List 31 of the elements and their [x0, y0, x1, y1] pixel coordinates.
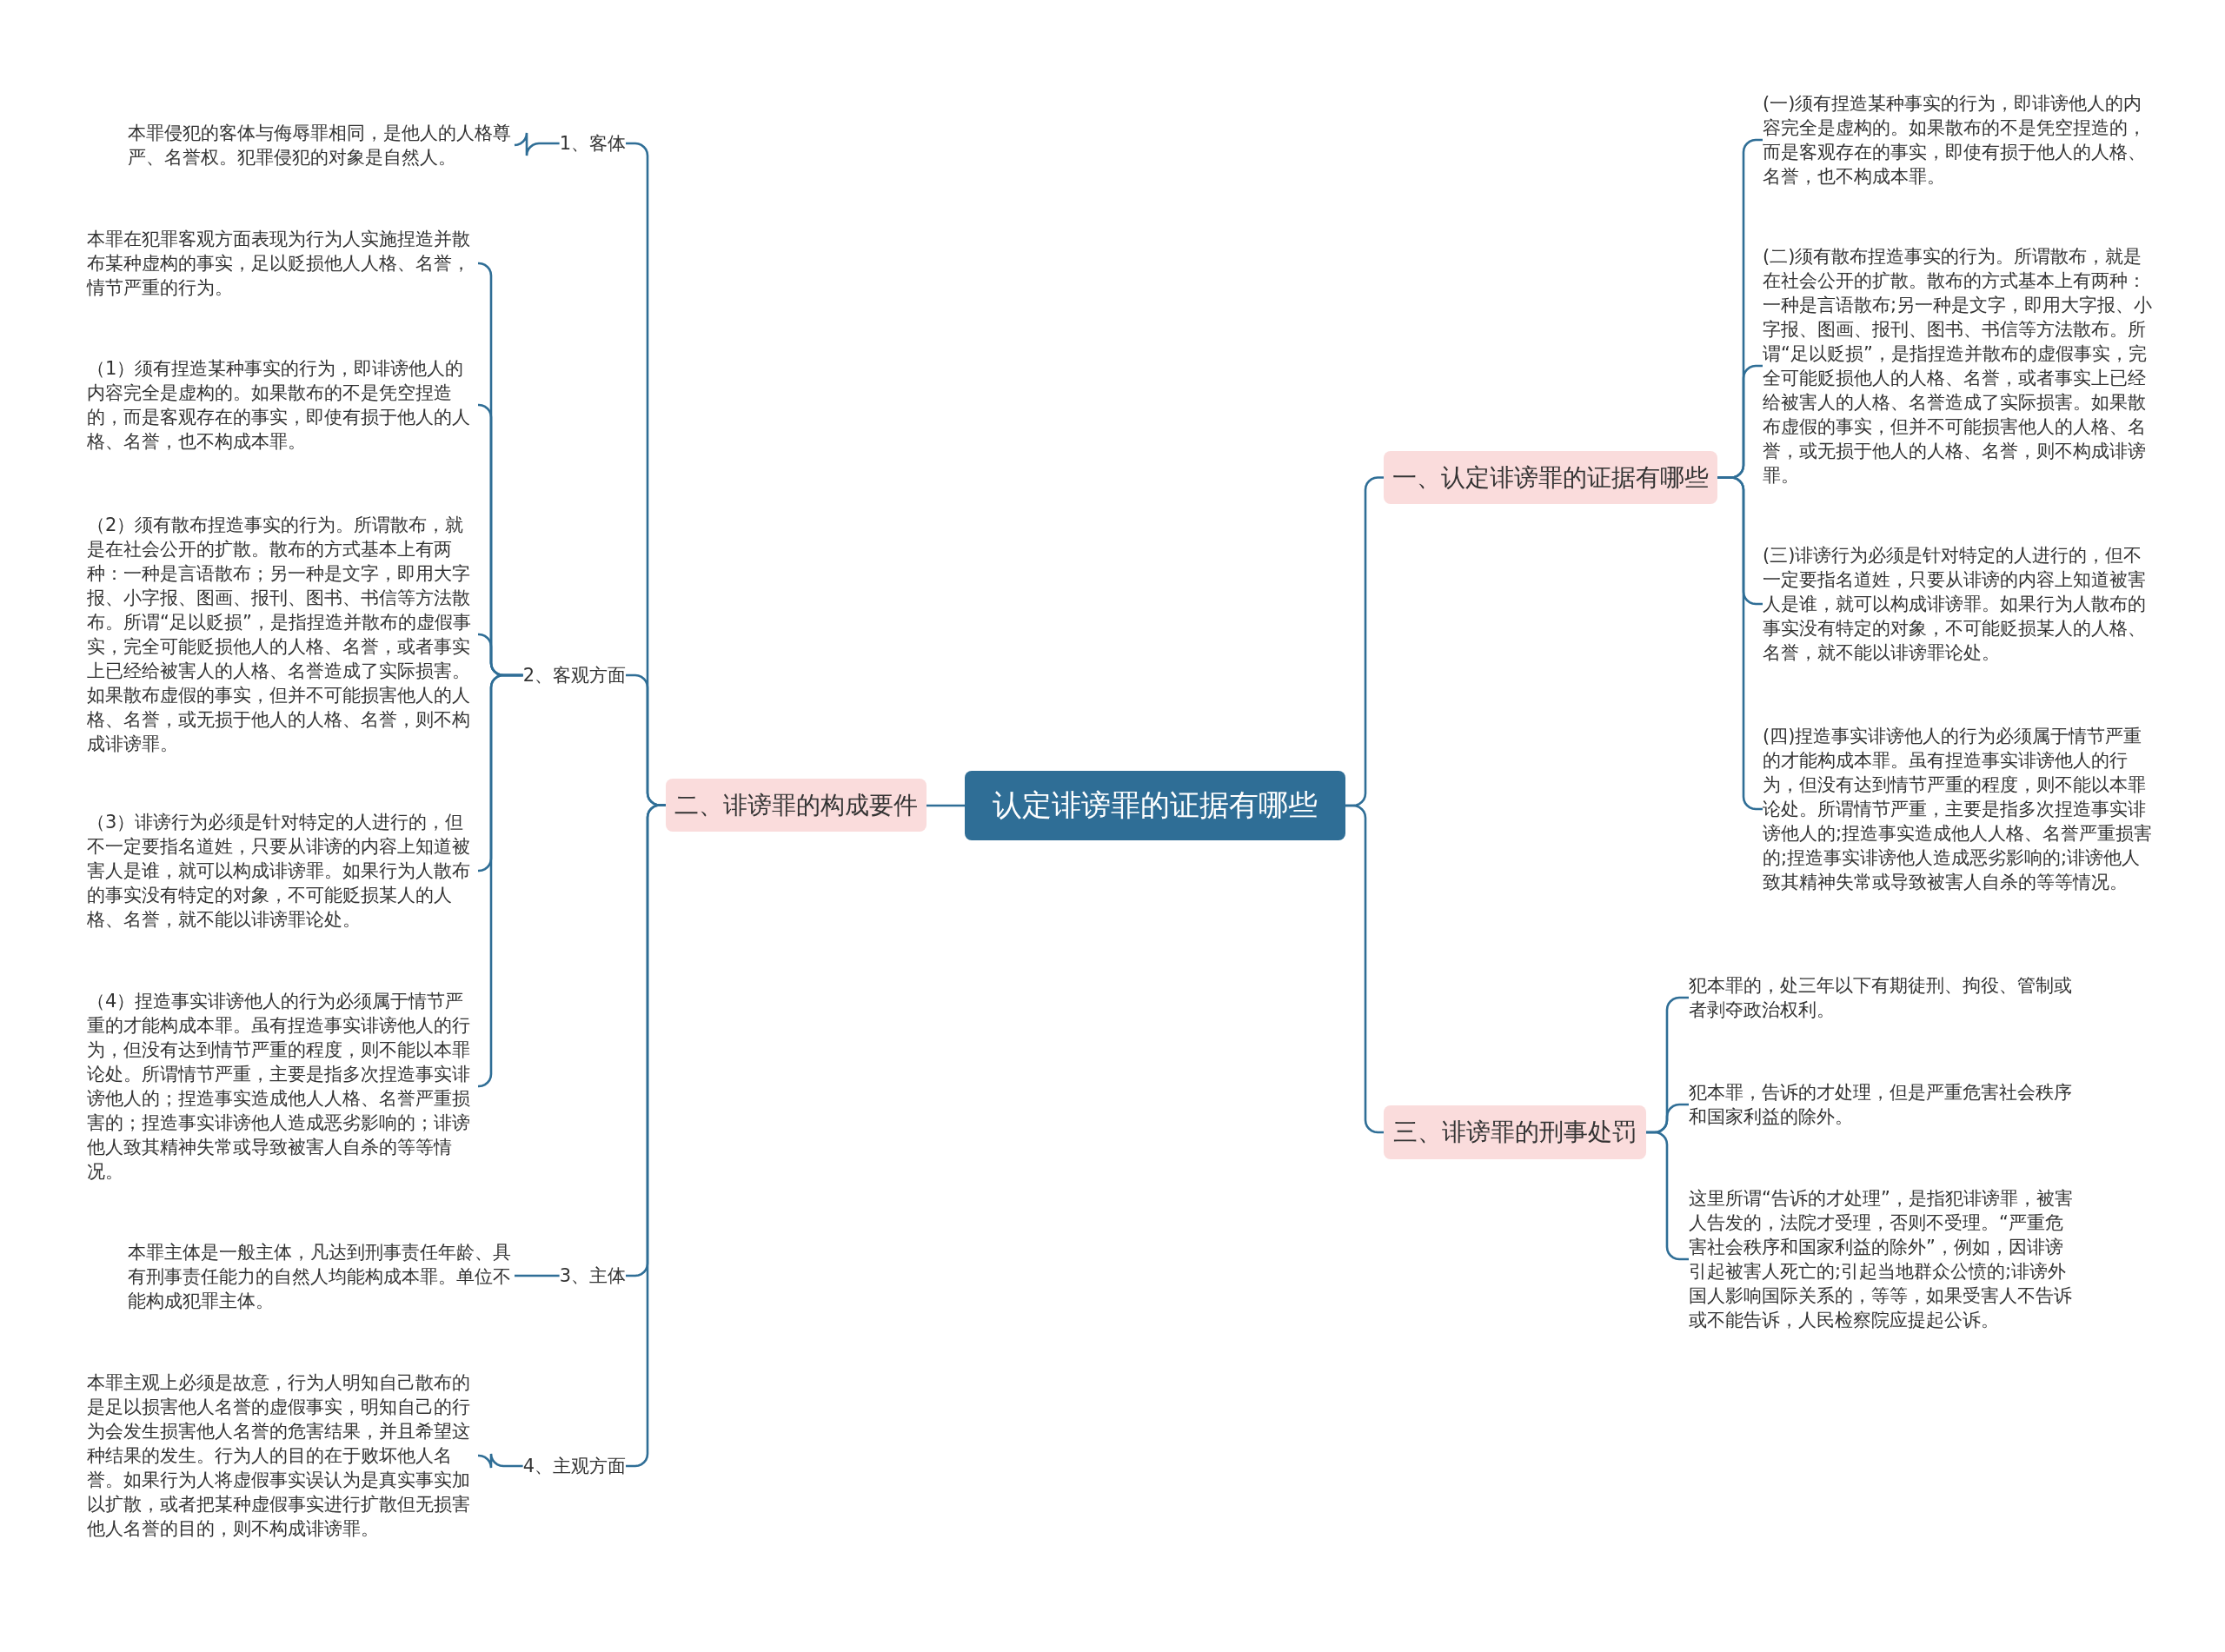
connector-line	[927, 804, 965, 807]
subtopic-label: 2、客观方面	[522, 664, 626, 687]
subtopic-label: 3、主体	[559, 1264, 626, 1288]
connector-line	[477, 1452, 523, 1470]
connector-line	[1717, 476, 1763, 811]
connector-line	[515, 1274, 560, 1277]
detail-text: 犯本罪，告诉的才处理，但是严重危害社会秩序和国家利益的除外。	[1689, 1081, 2073, 1129]
subtopic-label: 1、客体	[559, 132, 626, 156]
detail-text: 这里所谓“告诉的才处理”，是指犯诽谤罪，被害人告发的，法院才受理，否则不受理。“严重危害社会秩序和国家利益的除外”，例如，因诽谤引起被害人死亡的;引起当地群众公愤的;诽谤外国人影响国际关系的，等等，如果受害人不告诉或不能告诉，人民检察院应提起公诉。	[1689, 1187, 2074, 1332]
branch-topic: 一、认定诽谤罪的证据有哪些	[1384, 451, 1717, 504]
detail-text: 犯本罪的，处三年以下有期徒刑、拘役、管制或者剥夺政治权利。	[1689, 974, 2073, 1022]
detail-text: 本罪主观上必须是故意，行为人明知自己散布的是足以损害他人名誉的虚假事实，明知自己的行为会发生损害他人名誉的危害结果，并且希望这种结果的发生。行为人的目的在于败坏他人名誉。如果行为人将虚假事实误认为是真实事实加以扩散，或者把某种虚假事实进行扩散但无损害他人名誉的目的，则不构成诽谤罪。	[87, 1371, 471, 1541]
detail-text: (三)诽谤行为必须是针对特定的人进行的，但不一定要指名道姓，只要从诽谤的内容上知道被害人是谁，就可以构成诽谤罪。如果行为人散布的事实没有特定的对象，不可能贬损某人的人格、名誉，就不能以诽谤罪论处。	[1763, 544, 2147, 665]
detail-text: （1）须有捏造某种事实的行为，即诽谤他人的内容完全是虚构的。如果散布的不是凭空捏造的，而是客观存在的事实，即使有损于他人的人格、名誉，也不构成本罪。	[87, 357, 471, 454]
detail-text: (二)须有散布捏造事实的行为。所谓散布，就是在社会公开的扩散。散布的方式基本上有两种：一种是言语散布;另一种是文字，即用大字报、小字报、图画、报刊、图书、书信等方法散布。所谓“足以贬损”，是指捏造并散布的虚假事实，完全可能贬损他人的人格、名誉，或者事实上已经给被害人的人格、名誉造成了实际损害。如果散布虚假的事实，但并不可能损害他人的人格、名誉，或无损于他人的人格、名誉，则不构成诽谤罪。	[1763, 245, 2154, 488]
subtopic-label: 4、主观方面	[522, 1455, 626, 1478]
detail-text: (四)捏造事实诽谤他人的行为必须属于情节严重的才能构成本罪。虽有捏造事实诽谤他人的行为，但没有达到情节严重的程度，则不能以本罪论处。所谓情节严重，主要是指多次捏造事实诽谤他人的;捏造事实造成他人人格、名誉严重损害的;捏造事实诽谤他人造成恶劣影响的;诽谤他人致其精神失常或导致被害人自杀的等等情况。	[1763, 725, 2154, 894]
detail-text: 本罪侵犯的客体与侮辱罪相同，是他人的人格尊严、名誉权。犯罪侵犯的对象是自然人。	[128, 122, 512, 169]
connector-line	[477, 673, 523, 1088]
detail-text: （4）捏造事实诽谤他人的行为必须属于情节严重的才能构成本罪。虽有捏造事实诽谤他人的行为，但没有达到情节严重的程度，则不能以本罪论处。所谓情节严重，主要是指多次捏造事实诽谤他人的；捏造事实造成他人人格、名誉严重损害的；捏造事实诽谤他人造成恶劣影响的；诽谤他人致其精神失常或导致被害人自杀的等等情况。	[87, 990, 471, 1184]
detail-text: (一)须有捏造某种事实的行为，即诽谤他人的内容完全是虚构的。如果散布的不是凭空捏造的，而是客观存在的事实，即使有损于他人的人格、名誉，也不构成本罪。	[1763, 92, 2147, 189]
detail-text: （3）诽谤行为必须是针对特定的人进行的，但不一定要指名道姓，只要从诽谤的内容上知道被害人是谁，就可以构成诽谤罪。如果行为人散布的事实没有特定的对象，不可能贬损某人的人格、名誉，就不能以诽谤罪论处。	[87, 811, 471, 932]
detail-text: 本罪在犯罪客观方面表现为行为人实施捏造并散布某种虚构的事实，足以贬损他人人格、名誉，情节严重的行为。	[87, 228, 471, 300]
branch-topic: 三、诽谤罪的刑事处罚	[1384, 1105, 1646, 1159]
central-topic: 认定诽谤罪的证据有哪些	[965, 771, 1345, 840]
detail-text: 本罪主体是一般主体，凡达到刑事责任年龄、具有刑事责任能力的自然人均能构成本罪。单位不能构成犯罪主体。	[128, 1241, 512, 1313]
connector-line	[513, 131, 560, 157]
branch-topic: 二、诽谤罪的构成要件	[666, 779, 927, 832]
connector-line	[1345, 804, 1384, 1134]
connector-line	[1646, 1131, 1689, 1261]
detail-text: （2）须有散布捏造事实的行为。所谓散布，就是在社会公开的扩散。散布的方式基本上有两种：一种是言语散布；另一种是文字，即用大字报、小字报、图画、报刊、图书、书信等方法散布。所谓“足以贬损”，是指捏造并散布的虚假事实，完全可能贬损他人的人格、名誉，或者事实上已经给被害人的人格、名誉造成了实际损害。如果散布虚假的事实，但并不可能损害他人的人格、名誉，或无损于他人的人格、名誉，则不构成诽谤罪。	[87, 514, 472, 756]
